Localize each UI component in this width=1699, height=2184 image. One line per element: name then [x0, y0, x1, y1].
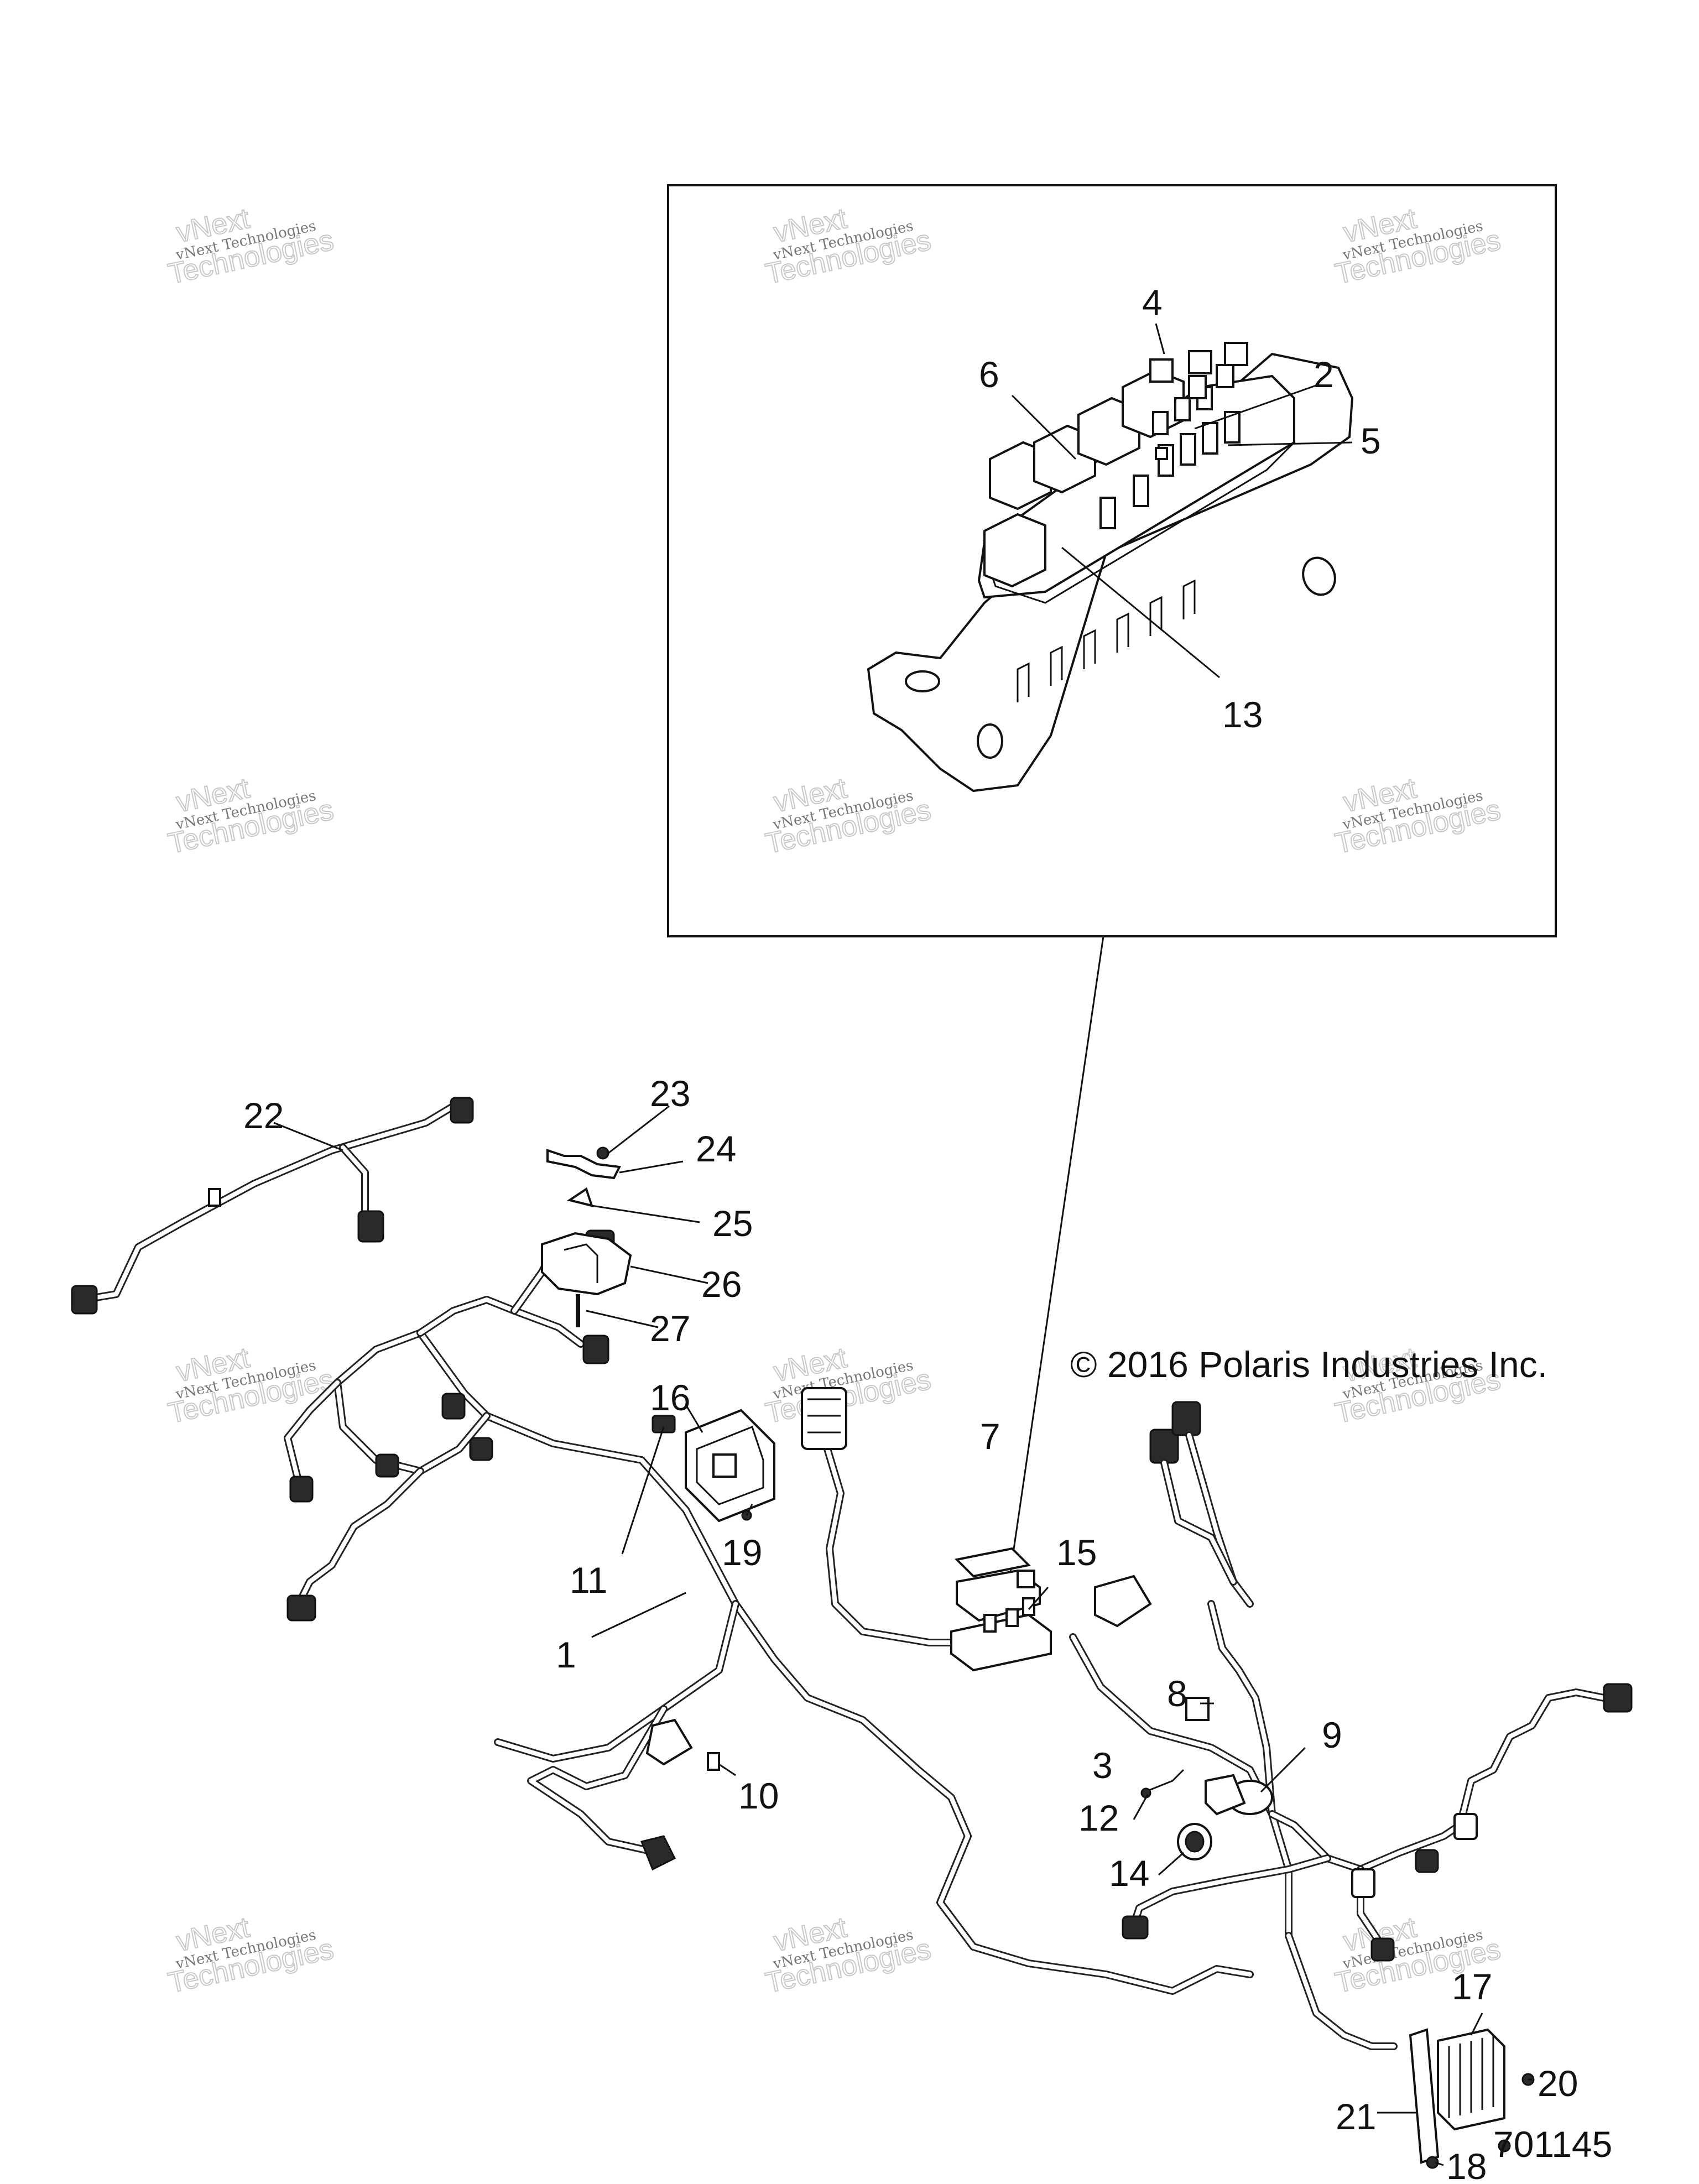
callout-5: 5 — [1361, 420, 1381, 461]
fastener-701145 — [1498, 2139, 1511, 2152]
callout-8: 8 — [1167, 1673, 1187, 1714]
callout-20: 20 — [1538, 2063, 1578, 2104]
callout-27: 27 — [650, 1308, 690, 1349]
watermark: vNext Technologies vNext Technologies — [165, 1911, 337, 2000]
callouts: 4 6 2 5 13 22 23 24 25 26 27 16 7 15 19 … — [243, 282, 1578, 2184]
callout-14: 14 — [1109, 1853, 1149, 1894]
nut-23 — [596, 1146, 609, 1160]
copyright-text: © 2016 Polaris Industries Inc. — [1070, 1344, 1547, 1385]
callout-18: 18 — [1446, 2146, 1487, 2184]
callout-1: 1 — [556, 1634, 576, 1675]
callout-3: 3 — [1092, 1745, 1113, 1786]
callout-16: 16 — [650, 1377, 690, 1418]
leader-6 — [1011, 394, 1077, 460]
callout-2: 2 — [1314, 354, 1334, 395]
fuse-box-inset-frame — [667, 184, 1557, 937]
callout-10: 10 — [738, 1775, 779, 1816]
voltage-regulator — [1437, 2028, 1505, 2131]
watermark: vNext Technologies vNext Technologies — [762, 1911, 934, 2000]
callout-13: 13 — [1222, 694, 1263, 735]
watermark: vNext Technologies vNext Technologies — [1332, 202, 1504, 291]
main-wire-harness — [71, 1097, 1633, 2050]
ecu-module — [685, 1409, 775, 1523]
leader-13 — [1061, 546, 1220, 679]
callout-15: 15 — [1056, 1532, 1097, 1573]
callout-19: 19 — [722, 1532, 762, 1573]
wire-3 — [1144, 1769, 1185, 1793]
callout-26: 26 — [701, 1264, 742, 1305]
leader-lines — [273, 1105, 1532, 2166]
connector-11 — [652, 1415, 676, 1434]
callout-24: 24 — [696, 1128, 736, 1169]
callout-11: 11 — [570, 1560, 608, 1601]
relay — [1185, 1697, 1210, 1721]
callout-25: 25 — [712, 1203, 753, 1244]
watermark: vNext Technologies vNext Technologies — [1332, 772, 1504, 861]
callout-9: 9 — [1322, 1714, 1342, 1755]
watermark: vNext Technologies vNext Technologies — [762, 772, 934, 861]
bracket-24 — [546, 1149, 622, 1180]
fuse-box — [950, 1570, 1052, 1672]
fastener-18 — [1426, 2156, 1439, 2169]
diagram-part-number: 701145 — [1493, 2124, 1612, 2165]
clip-10 — [707, 1752, 720, 1771]
fuse-box-drawing — [867, 342, 1354, 793]
callout-6: 6 — [979, 354, 999, 395]
callout-4: 4 — [1142, 282, 1163, 323]
callout-12: 12 — [1078, 1797, 1119, 1838]
watermark: vNext Technologies vNext Technologies — [165, 772, 337, 861]
grommet — [1177, 1823, 1212, 1860]
callout-17: 17 — [1452, 1966, 1492, 2007]
watermark: vNext Technologies vNext Technologies — [762, 202, 934, 291]
leader-5 — [1227, 441, 1353, 446]
watermark: vNext Technologies vNext Technologies — [1332, 1911, 1504, 2000]
inset-leader-line — [1005, 936, 1104, 1599]
callout-23: 23 — [650, 1073, 690, 1114]
leader-2 — [1194, 383, 1320, 430]
relay-26 — [541, 1232, 632, 1296]
bracket — [1409, 2028, 1440, 2164]
callout-22: 22 — [243, 1095, 284, 1136]
clip-25 — [567, 1187, 594, 1207]
callout-21: 21 — [1336, 2096, 1376, 2137]
callout-7: 7 — [980, 1416, 1000, 1457]
watermark: vNext Technologies vNext Technologies — [165, 202, 337, 291]
leader-4 — [1155, 323, 1165, 355]
